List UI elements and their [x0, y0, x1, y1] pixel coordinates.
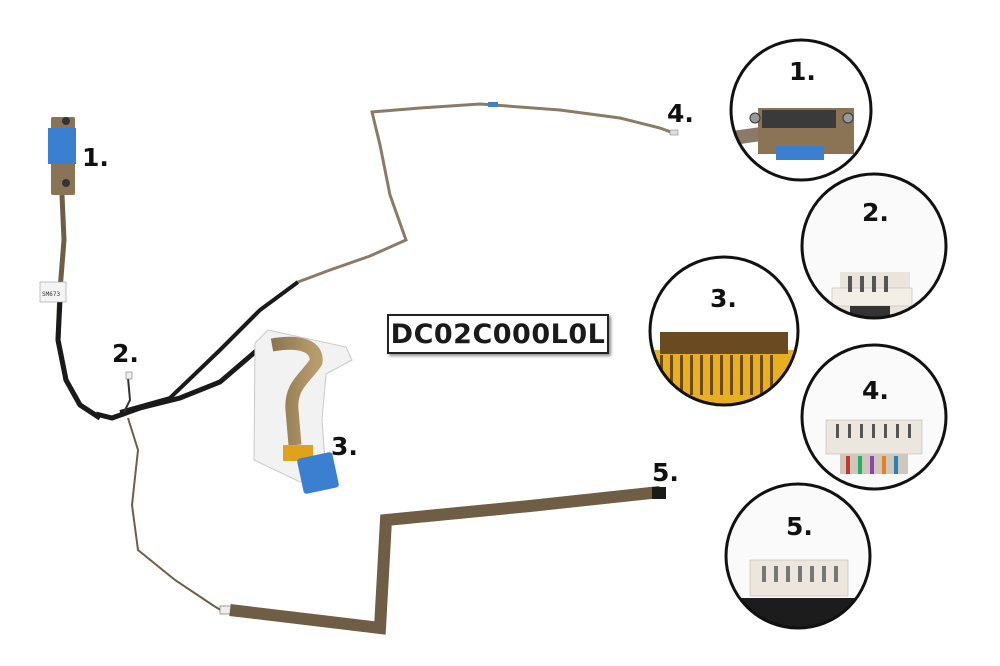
- cable-sticker: SM673: [39, 281, 67, 303]
- detail-label-5: 5.: [786, 512, 813, 541]
- cable-label-3: 3.: [331, 432, 358, 461]
- cable-assembly: SM673: [39, 102, 679, 635]
- detail-label-4: 4.: [862, 376, 889, 405]
- part-number: DC02C000L0L: [390, 318, 606, 350]
- detail-label-2: 2.: [862, 198, 889, 227]
- sticker-code: SM673: [42, 291, 60, 298]
- detail-circle-5: [724, 482, 872, 630]
- detail-label-1: 1.: [789, 57, 816, 86]
- detail-label-3: 3.: [710, 284, 737, 313]
- detail-circle-2: [800, 172, 948, 320]
- connector-3: [253, 329, 353, 494]
- cable-label-4: 4.: [667, 99, 694, 128]
- part-number-box: DC02C000L0L: [387, 314, 609, 354]
- detail-circle-3: [648, 255, 800, 407]
- cable-label-2: 2.: [112, 339, 139, 368]
- detail-circle-1: [729, 38, 873, 182]
- detail-circle-4: [800, 343, 948, 491]
- cable-label-1: 1.: [82, 143, 109, 172]
- cable-label-5: 5.: [652, 458, 679, 487]
- connector-1: [48, 117, 76, 195]
